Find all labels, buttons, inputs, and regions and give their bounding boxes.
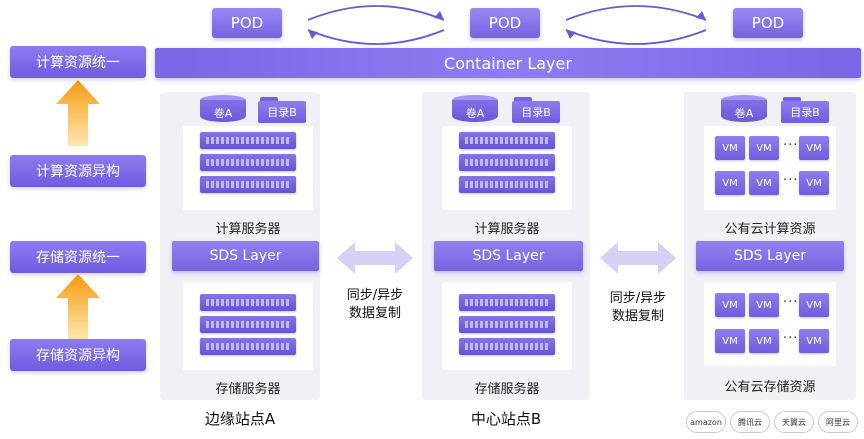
sds-layer-bar: SDS Layer — [434, 241, 583, 271]
center-site-name: 中心站点B — [470, 410, 542, 428]
up-arrow-icon — [56, 80, 100, 146]
sync-replication-label: 同步/异步 数据复制 — [598, 290, 678, 326]
vm-box: VM — [749, 171, 779, 195]
storage-unified-label: 存储资源统一 — [10, 241, 146, 273]
amazon-logo: amazon — [686, 411, 726, 433]
directory-label: 目录B — [258, 101, 306, 123]
ellipsis: ··· — [783, 138, 799, 153]
sds-layer-bar: SDS Layer — [172, 241, 319, 271]
volume-icon: 卷A — [721, 95, 767, 125]
volume-label: 卷A — [452, 100, 498, 122]
compute-server-caption: 计算服务器 — [215, 222, 281, 237]
directory-icon: 目录B — [781, 97, 829, 123]
vm-box: VM — [749, 293, 779, 317]
sds-layer-bar: SDS Layer — [696, 241, 844, 271]
directory-icon: 目录B — [258, 97, 306, 123]
compute-server-caption: 计算服务器 — [474, 222, 540, 237]
sync-line-2: 数据复制 — [348, 306, 401, 321]
sync-double-arrow-icon — [600, 242, 676, 274]
compute-unified-label: 计算资源统一 — [10, 46, 146, 78]
directory-label: 目录B — [781, 101, 829, 123]
vm-box: VM — [715, 171, 745, 195]
vm-box: VM — [715, 136, 745, 160]
public-cloud-storage-caption: 公有云存储资源 — [724, 380, 816, 395]
vm-box: VM — [799, 329, 829, 353]
ellipsis: ··· — [783, 331, 799, 346]
directory-label: 目录B — [512, 101, 560, 123]
vm-box: VM — [799, 171, 829, 195]
tianyi-cloud-logo: 天翼云 — [774, 411, 814, 433]
vm-box: VM — [749, 329, 779, 353]
volume-icon: 卷A — [452, 95, 498, 125]
storage-heterogeneous-label: 存储资源异构 — [10, 339, 146, 371]
aliyun-logo: 阿里云 — [818, 411, 858, 433]
tencent-cloud-logo: 腾讯云 — [730, 411, 770, 433]
vm-box: VM — [799, 136, 829, 160]
up-arrow-icon — [56, 274, 100, 340]
pod-box-1: POD — [212, 8, 282, 38]
storage-server-caption: 存储服务器 — [215, 382, 281, 397]
compute-server-icon — [200, 132, 296, 198]
volume-label: 卷A — [200, 100, 246, 122]
pod-cycle-arrow-icon — [307, 5, 445, 45]
sync-line-2: 数据复制 — [611, 309, 664, 324]
sync-line-1: 同步/异步 — [346, 288, 404, 303]
sync-line-1: 同步/异步 — [609, 291, 667, 306]
public-cloud-compute-caption: 公有云计算资源 — [724, 222, 816, 237]
volume-label: 卷A — [721, 100, 767, 122]
container-layer-bar: Container Layer — [155, 48, 861, 78]
vm-box: VM — [749, 136, 779, 160]
vm-box: VM — [715, 293, 745, 317]
pod-cycle-arrow-icon — [565, 5, 707, 45]
storage-server-icon — [459, 294, 555, 360]
pod-box-3: POD — [733, 8, 803, 38]
storage-server-caption: 存储服务器 — [474, 382, 540, 397]
pod-box-2: POD — [470, 8, 540, 38]
storage-server-icon — [200, 294, 296, 360]
ellipsis: ··· — [783, 173, 799, 188]
compute-heterogeneous-label: 计算资源异构 — [10, 155, 146, 187]
vm-box: VM — [799, 293, 829, 317]
ellipsis: ··· — [783, 295, 799, 310]
edge-site-name: 边缘站点A — [204, 410, 276, 428]
sync-replication-label: 同步/异步 数据复制 — [335, 287, 415, 323]
vm-box: VM — [715, 329, 745, 353]
directory-icon: 目录B — [512, 97, 560, 123]
volume-icon: 卷A — [200, 95, 246, 125]
compute-server-icon — [459, 132, 555, 198]
sync-double-arrow-icon — [337, 242, 413, 274]
